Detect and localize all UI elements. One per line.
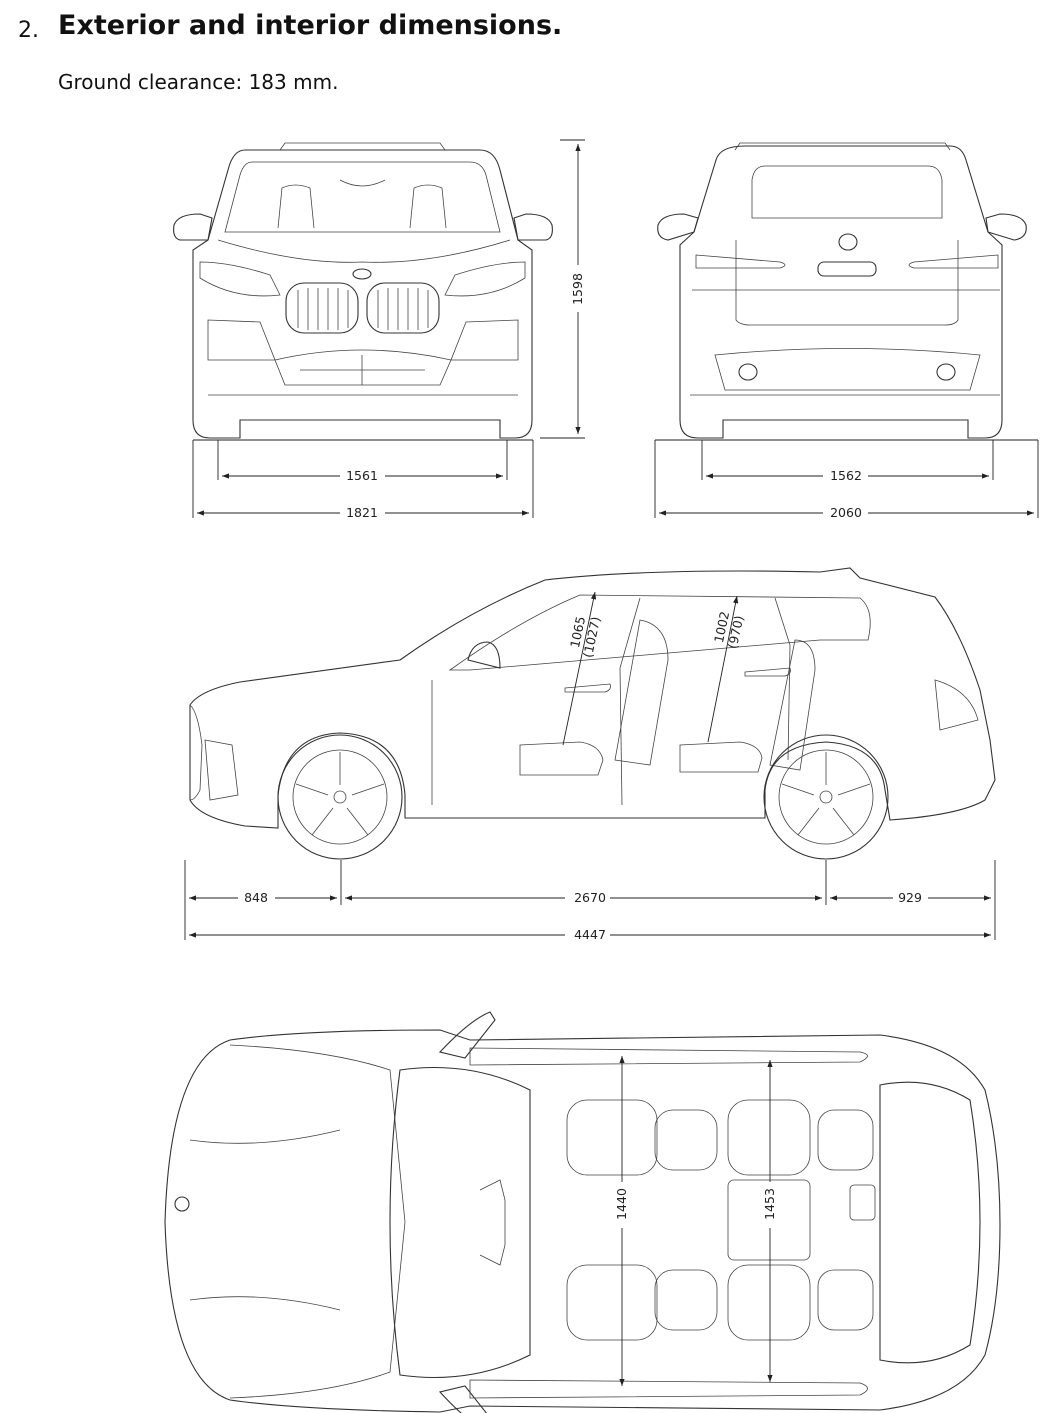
section-title: Exterior and interior dimensions. [58,10,563,41]
front-headroom-label: 1065 [567,615,588,649]
front-dimensions: 1561 1821 1598 [192,139,585,520]
front-overhang-label: 848 [244,890,268,905]
rear-track-label: 1562 [830,468,862,483]
front-shoulder-label: 1440 [614,1188,629,1220]
wheelbase-label: 2670 [574,890,606,905]
mirror-width-label: 2060 [830,505,862,520]
rear-shoulder-label: 1453 [762,1188,777,1220]
headroom-dimensions: 1065 (1027) 1002 (970) [562,591,747,746]
rear-headroom-alt-label: (970) [725,614,747,650]
front-width-label: 1821 [346,505,378,520]
overall-length-label: 4447 [574,927,606,942]
length-dimensions: 848 2670 929 4447 [184,860,996,942]
ground-clearance-text: Ground clearance: 183 mm. [58,70,339,94]
rear-view [657,142,1027,439]
top-view [164,1011,1001,1413]
front-track-label: 1561 [346,468,378,483]
shoulder-dimensions: 1440 1453 [614,1056,777,1386]
height-label: 1598 [570,273,585,305]
front-view [173,142,553,439]
rear-overhang-label: 929 [898,890,922,905]
rear-headroom-label: 1002 [711,610,732,644]
rear-dimensions: 1562 2060 [654,439,1039,520]
section-number: 2. [18,18,39,43]
side-view [189,567,996,860]
